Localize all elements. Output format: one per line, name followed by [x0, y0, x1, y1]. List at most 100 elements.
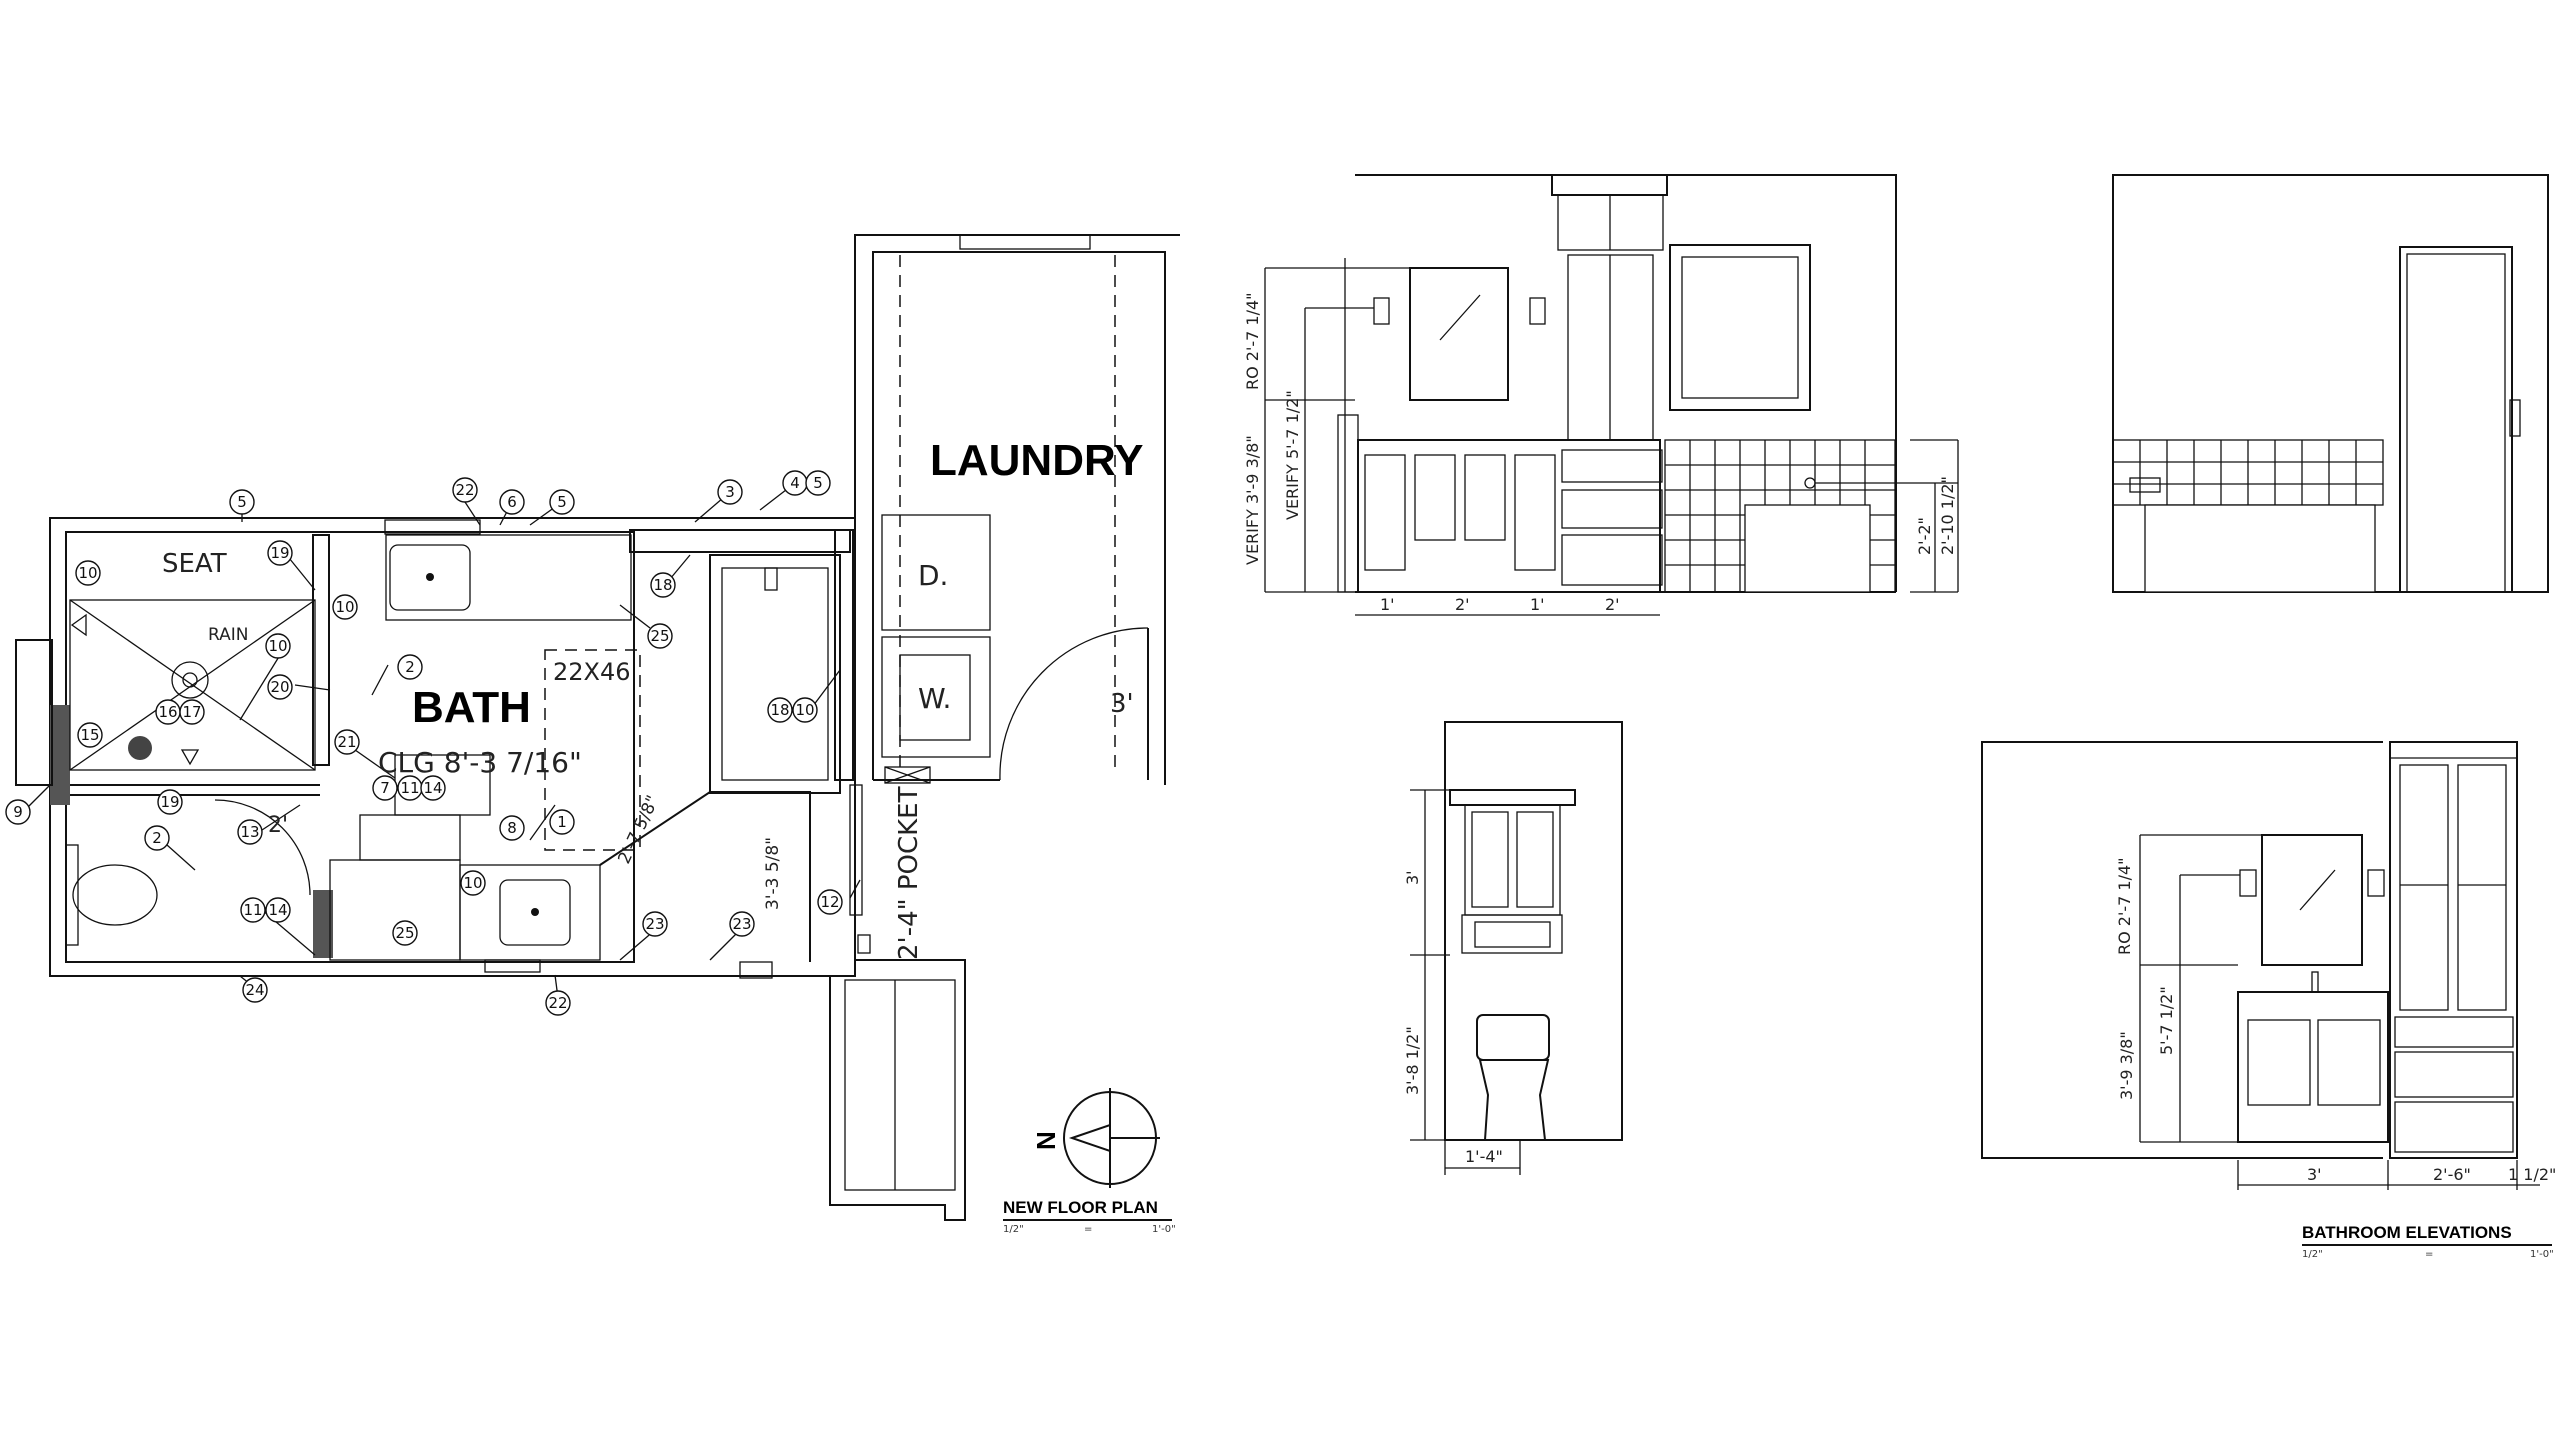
svg-text:16: 16: [158, 703, 177, 721]
tag: 22: [545, 990, 571, 1016]
svg-text:17: 17: [182, 703, 201, 721]
elev-a-r2: 2'-10 1/2": [1938, 476, 1957, 555]
dim-c: 2': [268, 813, 288, 838]
tag: 2: [144, 825, 170, 851]
mirror-c: [2261, 834, 2363, 966]
elev-a-ro: RO 2'-7 1/4": [1243, 292, 1262, 390]
elev-a-verify2: VERIFY 3'-9 3/8": [1243, 435, 1262, 565]
floor-plan-scale-left: 1/2": [1003, 1224, 1024, 1235]
svg-text:23: 23: [645, 915, 664, 933]
tag: 22: [452, 477, 478, 503]
tag: 6: [499, 489, 525, 515]
svg-text:11: 11: [243, 901, 262, 919]
tag: 19: [157, 789, 183, 815]
sconce-icon-3: [2239, 869, 2257, 897]
svg-text:23: 23: [732, 915, 751, 933]
tag: 13: [237, 819, 263, 845]
tag: 1: [549, 809, 575, 835]
sconce-icon: [1373, 297, 1390, 325]
shower-wall: [312, 534, 330, 766]
tag: 8: [499, 815, 525, 841]
sink-icon: [389, 544, 471, 611]
laundry-inner-wall: [872, 251, 1166, 785]
hatched-wall-right: [834, 529, 854, 781]
rain-head-icon: [171, 661, 209, 699]
svg-text:14: 14: [268, 901, 287, 919]
sconce-icon-2: [1529, 297, 1546, 325]
tag: 18: [767, 697, 793, 723]
svg-text:22: 22: [455, 481, 474, 499]
tag: 10: [792, 697, 818, 723]
hatched-block: [50, 705, 70, 805]
laundry-window: [959, 234, 1091, 250]
tag: 10: [265, 633, 291, 659]
tag: 5: [229, 489, 255, 515]
valve-icon-a: [1804, 477, 1816, 489]
svg-text:10: 10: [335, 598, 354, 616]
drain-icon: [128, 736, 152, 760]
svg-text:3: 3: [725, 483, 735, 501]
label-dryer: D.: [918, 559, 948, 592]
svg-text:4: 4: [790, 474, 800, 492]
svg-text:21: 21: [337, 733, 356, 751]
elev-a-d2: 2': [1455, 595, 1470, 614]
tag: 10: [75, 560, 101, 586]
upper-cabinet-b: [1464, 804, 1561, 916]
north-label: N: [1031, 1131, 1061, 1150]
svg-text:10: 10: [795, 701, 814, 719]
tag: 10: [332, 594, 358, 620]
dim-b: 3'-3 5/8": [763, 837, 783, 910]
elev-c-d2: 2'-6": [2433, 1165, 2471, 1184]
tag: 17: [179, 699, 205, 725]
svg-text:11: 11: [400, 779, 419, 797]
tag: 21: [334, 729, 360, 755]
svg-text:10: 10: [463, 874, 482, 892]
floor-plan: BATH LAUNDRY SEAT RAIN 22X46 CLG 8'-3 7/…: [5, 234, 1180, 1235]
svg-text:20: 20: [270, 678, 289, 696]
elev-b-lower: 3'-8 1/2": [1403, 1026, 1422, 1095]
vanity-dashed: [544, 649, 641, 851]
elev-b-upper: 3': [1403, 870, 1422, 885]
mirror-a: [1409, 267, 1509, 401]
elevation-a: RO 2'-7 1/4" VERIFY 5'-7 1/2" VERIFY 3'-…: [1243, 174, 1959, 616]
tall-cabinet-c: [2389, 741, 2518, 1159]
svg-text:19: 19: [270, 544, 289, 562]
tag: 3: [717, 479, 743, 505]
elev-c-low: 3'-9 3/8": [2117, 1031, 2136, 1100]
elev-a-r1: 2'-2": [1915, 517, 1934, 555]
closet-wall: [829, 959, 966, 1221]
dryer-icon: [881, 514, 991, 631]
tag: 9: [5, 799, 31, 825]
svg-text:1: 1: [557, 813, 567, 831]
window-left: [15, 639, 53, 786]
label-rain: RAIN: [208, 625, 248, 645]
svg-text:2: 2: [152, 829, 162, 847]
svg-text:18: 18: [770, 701, 789, 719]
label-ceiling: CLG 8'-3 7/16": [378, 746, 582, 779]
tag: 11: [397, 775, 423, 801]
tag: 19: [267, 540, 293, 566]
sconce-icon-4: [2367, 869, 2385, 897]
tag: 25: [392, 920, 418, 946]
laundry-door-swing: [999, 627, 1149, 781]
tag-bubbles: 5 22 6 5 3 4 5 10 19 10 18 25 10 2 20 16…: [5, 470, 843, 1016]
elev-c-ro: RO 2'-7 1/4": [2115, 857, 2134, 955]
tag: 16: [155, 699, 181, 725]
elevation-d: [2112, 174, 2549, 593]
elev-b-width: 1'-4": [1465, 1147, 1503, 1166]
label-vanity-size: 22X46: [553, 658, 631, 686]
tag: 4: [782, 470, 808, 496]
vanity-top: [385, 534, 632, 621]
tag: 18: [650, 572, 676, 598]
tag: 7: [372, 775, 398, 801]
elev-c-d3: 1 1/2": [2508, 1165, 2556, 1184]
floor-plan-scale-mid: =: [1084, 1224, 1092, 1235]
svg-text:22: 22: [548, 994, 567, 1012]
tag: 2: [397, 654, 423, 680]
room-laundry: LAUNDRY: [930, 436, 1143, 485]
door-swing: [214, 799, 311, 896]
floor-plan-title: NEW FLOOR PLAN: [1003, 1198, 1158, 1217]
elev-b-outline: [1444, 721, 1623, 1141]
svg-text:25: 25: [650, 627, 669, 645]
svg-text:9: 9: [13, 803, 23, 821]
